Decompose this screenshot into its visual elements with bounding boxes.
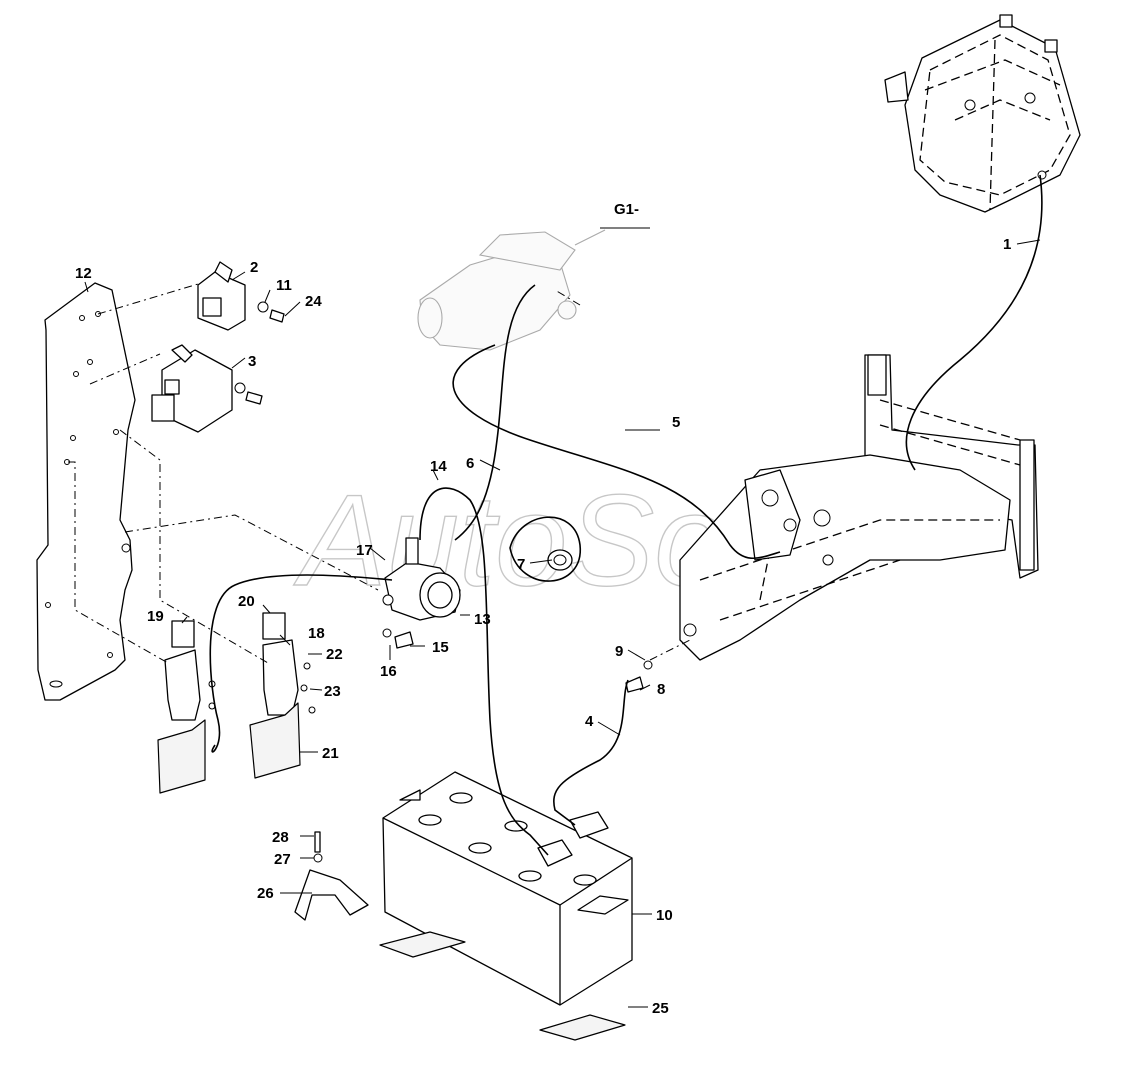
mounting-lines	[68, 283, 691, 664]
cable-5	[452, 344, 781, 560]
callout-8: 8	[657, 681, 665, 698]
callout-20: 20	[238, 593, 255, 610]
cable-6	[454, 284, 536, 541]
callout-17: 17	[356, 542, 373, 559]
callout-g1: G1-	[614, 201, 639, 218]
cable-14	[419, 487, 549, 856]
relay-fasteners	[234, 301, 285, 405]
cable-4	[553, 679, 629, 826]
relay-3	[151, 344, 233, 433]
mounting-plate	[36, 282, 136, 701]
cab	[884, 14, 1081, 213]
callout-19: 19	[147, 608, 164, 625]
callout-5: 5	[672, 414, 680, 431]
callout-25: 25	[652, 1000, 669, 1017]
callout-11: 11	[276, 277, 292, 294]
master-switch	[382, 537, 461, 621]
callout-labels: 1 2 3 4 5 6 7 8 9 10 11 12 13 14 15 16 1…	[75, 201, 1011, 1017]
hold-down-clamp	[294, 831, 369, 921]
callout-6: 6	[466, 455, 474, 472]
callout-4: 4	[585, 713, 594, 730]
cable-17	[209, 574, 393, 753]
callout-27: 27	[274, 851, 291, 868]
cables	[209, 174, 1043, 856]
relay-2	[197, 261, 246, 331]
cable-7-loop	[509, 516, 581, 582]
cable-1	[905, 174, 1043, 471]
callout-22: 22	[326, 646, 343, 663]
callout-23: 23	[324, 683, 341, 700]
callout-15: 15	[432, 639, 449, 656]
callout-3: 3	[248, 353, 256, 370]
callout-7: 7	[517, 556, 525, 573]
starter-motor	[417, 229, 606, 351]
callout-2: 2	[250, 259, 258, 276]
callout-28: 28	[272, 829, 289, 846]
chassis-frame	[679, 354, 1039, 661]
callout-12: 12	[75, 265, 92, 282]
fuse-holder-left	[157, 620, 216, 794]
callout-1: 1	[1003, 236, 1011, 253]
callout-18: 18	[308, 625, 325, 642]
battery	[382, 771, 633, 1006]
clamp	[547, 549, 573, 571]
battery-pads	[379, 931, 626, 1041]
callout-26: 26	[257, 885, 274, 902]
bolt-8	[625, 660, 653, 693]
callout-16: 16	[380, 663, 397, 680]
bolt-15	[382, 628, 414, 649]
callout-9: 9	[615, 643, 623, 660]
callout-10: 10	[656, 907, 673, 924]
callout-21: 21	[322, 745, 339, 762]
callout-14: 14	[430, 458, 447, 475]
fuse-holder-right	[249, 612, 316, 779]
callout-13: 13	[474, 611, 491, 628]
callout-24: 24	[305, 293, 322, 310]
leader-lines	[84, 227, 1041, 1008]
